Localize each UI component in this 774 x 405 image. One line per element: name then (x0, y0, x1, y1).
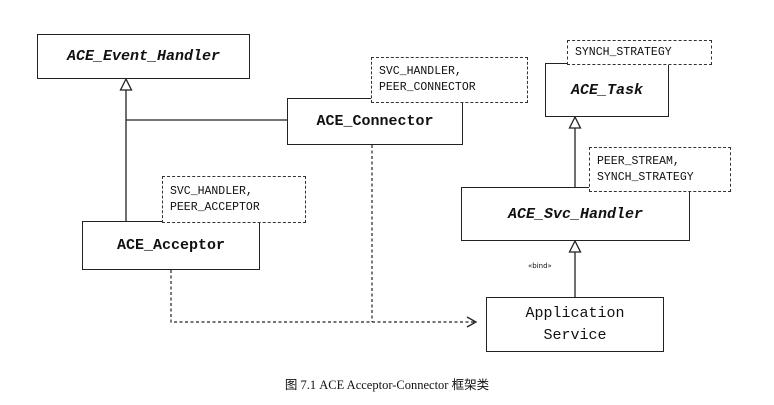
template-params-acceptor: SVC_HANDLER, PEER_ACCEPTOR (162, 176, 306, 223)
template-params-svc-handler: PEER_STREAM, SYNCH_STRATEGY (589, 147, 731, 192)
class-name: ACE_Acceptor (116, 237, 226, 254)
template-param: PEER_STREAM, (597, 154, 680, 168)
template-param: SYNCH_STRATEGY (597, 170, 694, 184)
inheritance-arrowhead-event-handler (119, 77, 133, 91)
class-name: ACE_Event_Handler (66, 48, 221, 65)
class-name-line-1: Application (525, 304, 625, 322)
template-param: PEER_ACCEPTOR (170, 200, 260, 214)
template-param: SVC_HANDLER, (170, 184, 253, 198)
class-ace-event-handler: ACE_Event_Handler (37, 34, 250, 79)
class-name: ACE_Connector (316, 113, 434, 130)
figure-caption: 图 7.1 ACE Acceptor-Connector 框架类 (284, 378, 490, 392)
template-params-task: SYNCH_STRATEGY (567, 40, 712, 65)
class-ace-connector: ACE_Connector (287, 98, 463, 145)
class-name: ACE_Svc_Handler (507, 205, 644, 223)
dependency-arrowhead (466, 316, 478, 328)
template-param: SYNCH_STRATEGY (575, 45, 672, 59)
bind-stereotype: «bind» (528, 262, 552, 270)
class-name: ACE_Task (570, 81, 643, 99)
bind-arrowhead (568, 239, 582, 253)
template-param: SVC_HANDLER, (379, 65, 462, 78)
class-ace-svc-handler: ACE_Svc_Handler (461, 187, 690, 241)
template-params-connector: SVC_HANDLER, PEER_CONNECTOR (371, 57, 528, 103)
class-ace-acceptor: ACE_Acceptor (82, 221, 260, 270)
class-ace-task: ACE_Task (545, 63, 669, 117)
dependency-acceptor (170, 270, 476, 323)
class-name-line-2: Service (543, 326, 607, 344)
template-param: PEER_CONNECTOR (379, 81, 476, 94)
class-application-service: Application Service (486, 297, 664, 352)
inheritance-arrowhead-task (568, 115, 582, 129)
